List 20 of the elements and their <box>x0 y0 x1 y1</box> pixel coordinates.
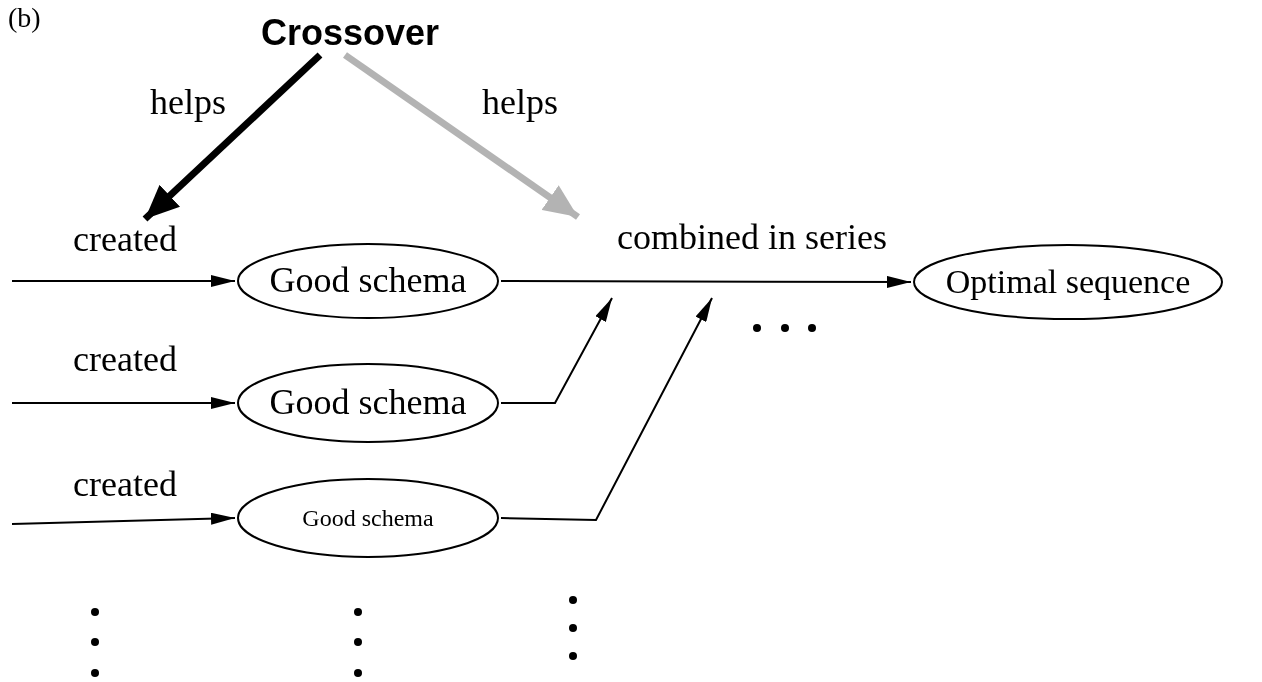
arrow <box>142 52 323 222</box>
arrow <box>500 275 912 288</box>
panel-label: (b) <box>8 2 41 34</box>
arrow <box>343 52 580 220</box>
schema-ellipse <box>237 363 499 443</box>
step-label: created <box>73 220 177 260</box>
schema-ellipse <box>913 244 1223 320</box>
arrow <box>11 275 236 287</box>
node-label: Good schema <box>269 383 467 423</box>
node-label: Optimal sequence <box>945 263 1191 301</box>
step-label: combined in series <box>617 218 887 258</box>
arrow <box>500 297 713 521</box>
node-label: Good schema <box>269 261 467 301</box>
arrow <box>11 397 236 409</box>
node-label: Good schema <box>302 504 434 532</box>
heading-label: Crossover <box>260 12 440 54</box>
schema-ellipse <box>237 243 499 319</box>
arrow <box>500 297 613 404</box>
arrow <box>11 512 236 525</box>
schema-ellipse <box>237 478 499 558</box>
